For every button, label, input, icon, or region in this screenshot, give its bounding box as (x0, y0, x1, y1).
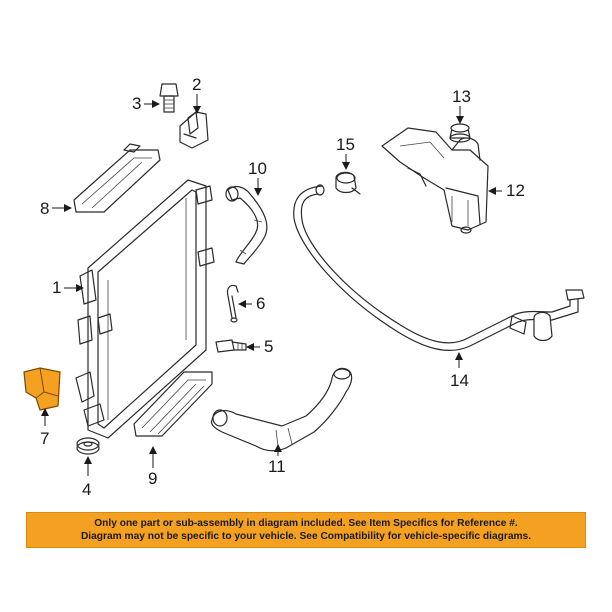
callout-8: 8 (40, 199, 72, 218)
callout-1: 1 (52, 278, 84, 297)
callout-label-11: 11 (268, 457, 286, 476)
callout-12: 12 (488, 181, 525, 200)
upper-radiator-hose-part (225, 185, 268, 265)
callout-14: 14 (450, 352, 469, 390)
callout-label-4: 4 (82, 480, 91, 499)
air-deflector-part (23, 367, 61, 411)
callout-label-2: 2 (192, 75, 201, 94)
callout-5: 5 (246, 337, 273, 356)
upper-bracket-part (179, 111, 209, 149)
callout-label-10: 10 (248, 159, 267, 178)
callout-label-15: 15 (336, 135, 355, 154)
callout-label-12: 12 (506, 181, 525, 200)
callout-label-6: 6 (256, 294, 265, 313)
disclaimer-banner: Only one part or sub-assembly in diagram… (26, 512, 586, 548)
callout-label-9: 9 (148, 469, 157, 488)
hose-clamp-part (335, 171, 361, 195)
callout-9: 9 (148, 446, 157, 488)
callout-label-3: 3 (132, 94, 141, 113)
disclaimer-line-1: Only one part or sub-assembly in diagram… (94, 518, 518, 529)
lower-air-seal-part (133, 371, 213, 437)
callout-label-13: 13 (452, 87, 471, 106)
callout-label-8: 8 (40, 199, 49, 218)
callout-label-1: 1 (52, 278, 61, 297)
disclaimer-line-2: Diagram may not be specific to your vehi… (80, 531, 532, 542)
callout-7: 7 (40, 408, 49, 448)
callout-label-14: 14 (450, 371, 469, 390)
lower-radiator-hose-part (210, 367, 353, 452)
callout-label-7: 7 (40, 429, 49, 448)
callout-6: 6 (238, 294, 265, 313)
callout-10: 10 (248, 159, 267, 196)
coolant-reservoir-part (381, 127, 489, 234)
callout-3: 3 (132, 94, 160, 113)
bolt-part (159, 83, 179, 113)
radiator-part (75, 179, 215, 439)
callout-4: 4 (82, 456, 92, 499)
callout-label-5: 5 (264, 337, 273, 356)
upper-air-seal-part (73, 143, 161, 213)
callout-11: 11 (268, 444, 286, 476)
callout-2: 2 (192, 75, 201, 114)
clamp-part (226, 284, 239, 323)
isolator-part (76, 437, 100, 455)
overflow-hose-part (293, 184, 585, 351)
bleeder-screw-part (215, 339, 247, 353)
callout-13: 13 (452, 87, 471, 124)
callout-15: 15 (336, 135, 355, 170)
